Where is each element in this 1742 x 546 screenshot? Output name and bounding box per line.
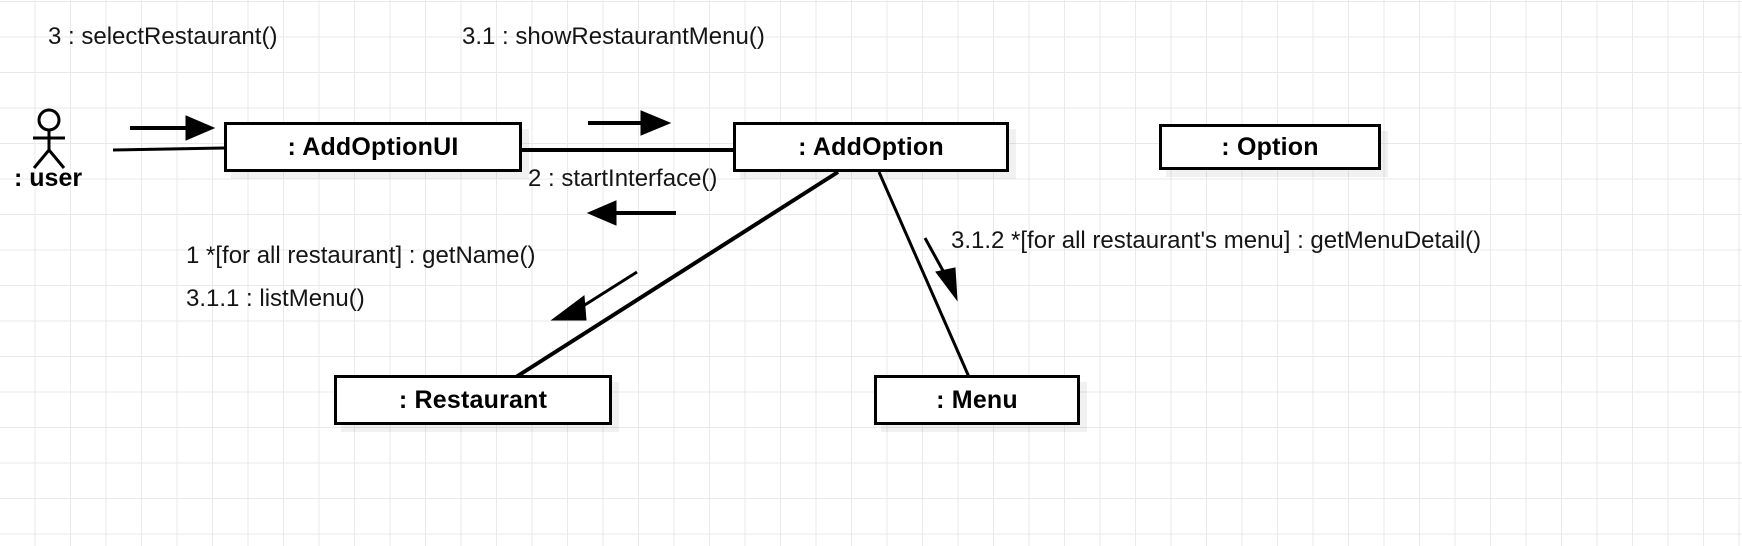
message-label-list-menu: 3.1.1 : listMenu() [186,285,365,312]
link-addoption-restaurant [514,170,840,379]
message-label-start-interface: 2 : startInterface() [528,165,718,192]
message-label-select-restaurant: 3 : selectRestaurant() [48,23,278,50]
arrow-start-interface [588,110,672,136]
object-label-restaurant: : Restaurant [398,385,548,414]
object-label-add-option-ui: : AddOptionUI [287,132,459,161]
arrow-select-restaurant [130,115,216,141]
object-label-menu: : Menu [936,385,1018,414]
message-label-get-menu-detail: 3.1.2 *[for all restaurant's menu] : get… [951,227,1482,254]
object-box-menu[interactable]: : Menu [874,375,1080,425]
actor-figure [32,108,66,169]
actor-head-icon [37,108,61,132]
arrow-show-restaurant-menu [586,200,676,226]
object-box-option[interactable]: : Option [1159,124,1381,170]
actor-right-leg [47,149,66,169]
actor-user-label: : user [14,164,83,192]
arrow-get-menu-detail [923,237,958,302]
object-box-add-option-ui[interactable]: : AddOptionUI [224,122,522,172]
actor-left-leg [32,149,51,169]
link-user-addoptionui [112,146,225,152]
object-box-restaurant[interactable]: : Restaurant [334,375,612,425]
message-label-show-restaurant-menu: 3.1 : showRestaurantMenu() [462,23,765,50]
object-box-add-option[interactable]: : AddOption [733,122,1009,172]
arrow-get-name-list-menu [550,270,638,321]
object-label-add-option: : AddOption [798,132,944,161]
message-label-get-name: 1 *[for all restaurant] : getName() [186,242,536,269]
link-addoption-menu [877,171,971,378]
object-label-option: : Option [1221,132,1319,161]
